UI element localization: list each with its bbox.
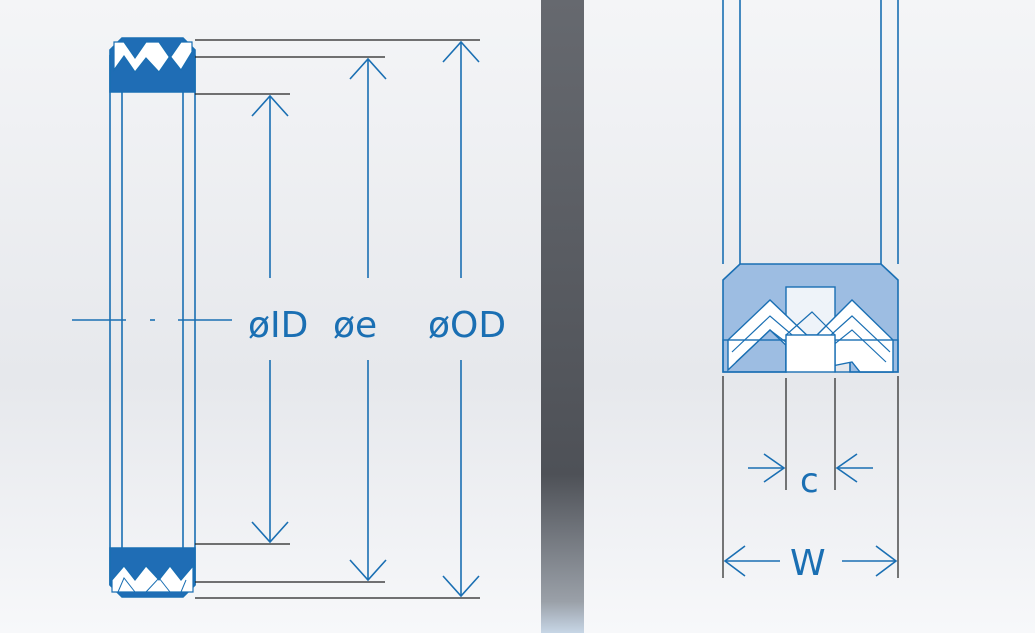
w-label: W xyxy=(790,543,826,584)
c-dimension xyxy=(748,453,873,483)
w-dimension xyxy=(723,545,898,577)
seal-cross-section xyxy=(722,263,899,373)
bottom-seal-section xyxy=(109,547,196,598)
extension-lines xyxy=(195,39,480,599)
e-label: øe xyxy=(333,305,377,346)
housing-walls xyxy=(722,0,899,264)
id-dimension xyxy=(251,94,289,544)
od-dimension xyxy=(442,40,480,598)
e-dimension xyxy=(349,57,387,582)
od-label: øOD xyxy=(428,305,506,346)
top-seal-section xyxy=(109,37,196,93)
id-label: øID xyxy=(248,305,308,346)
c-label: c xyxy=(800,461,819,501)
right-extension-lines xyxy=(722,376,899,578)
panel-divider xyxy=(541,0,584,633)
